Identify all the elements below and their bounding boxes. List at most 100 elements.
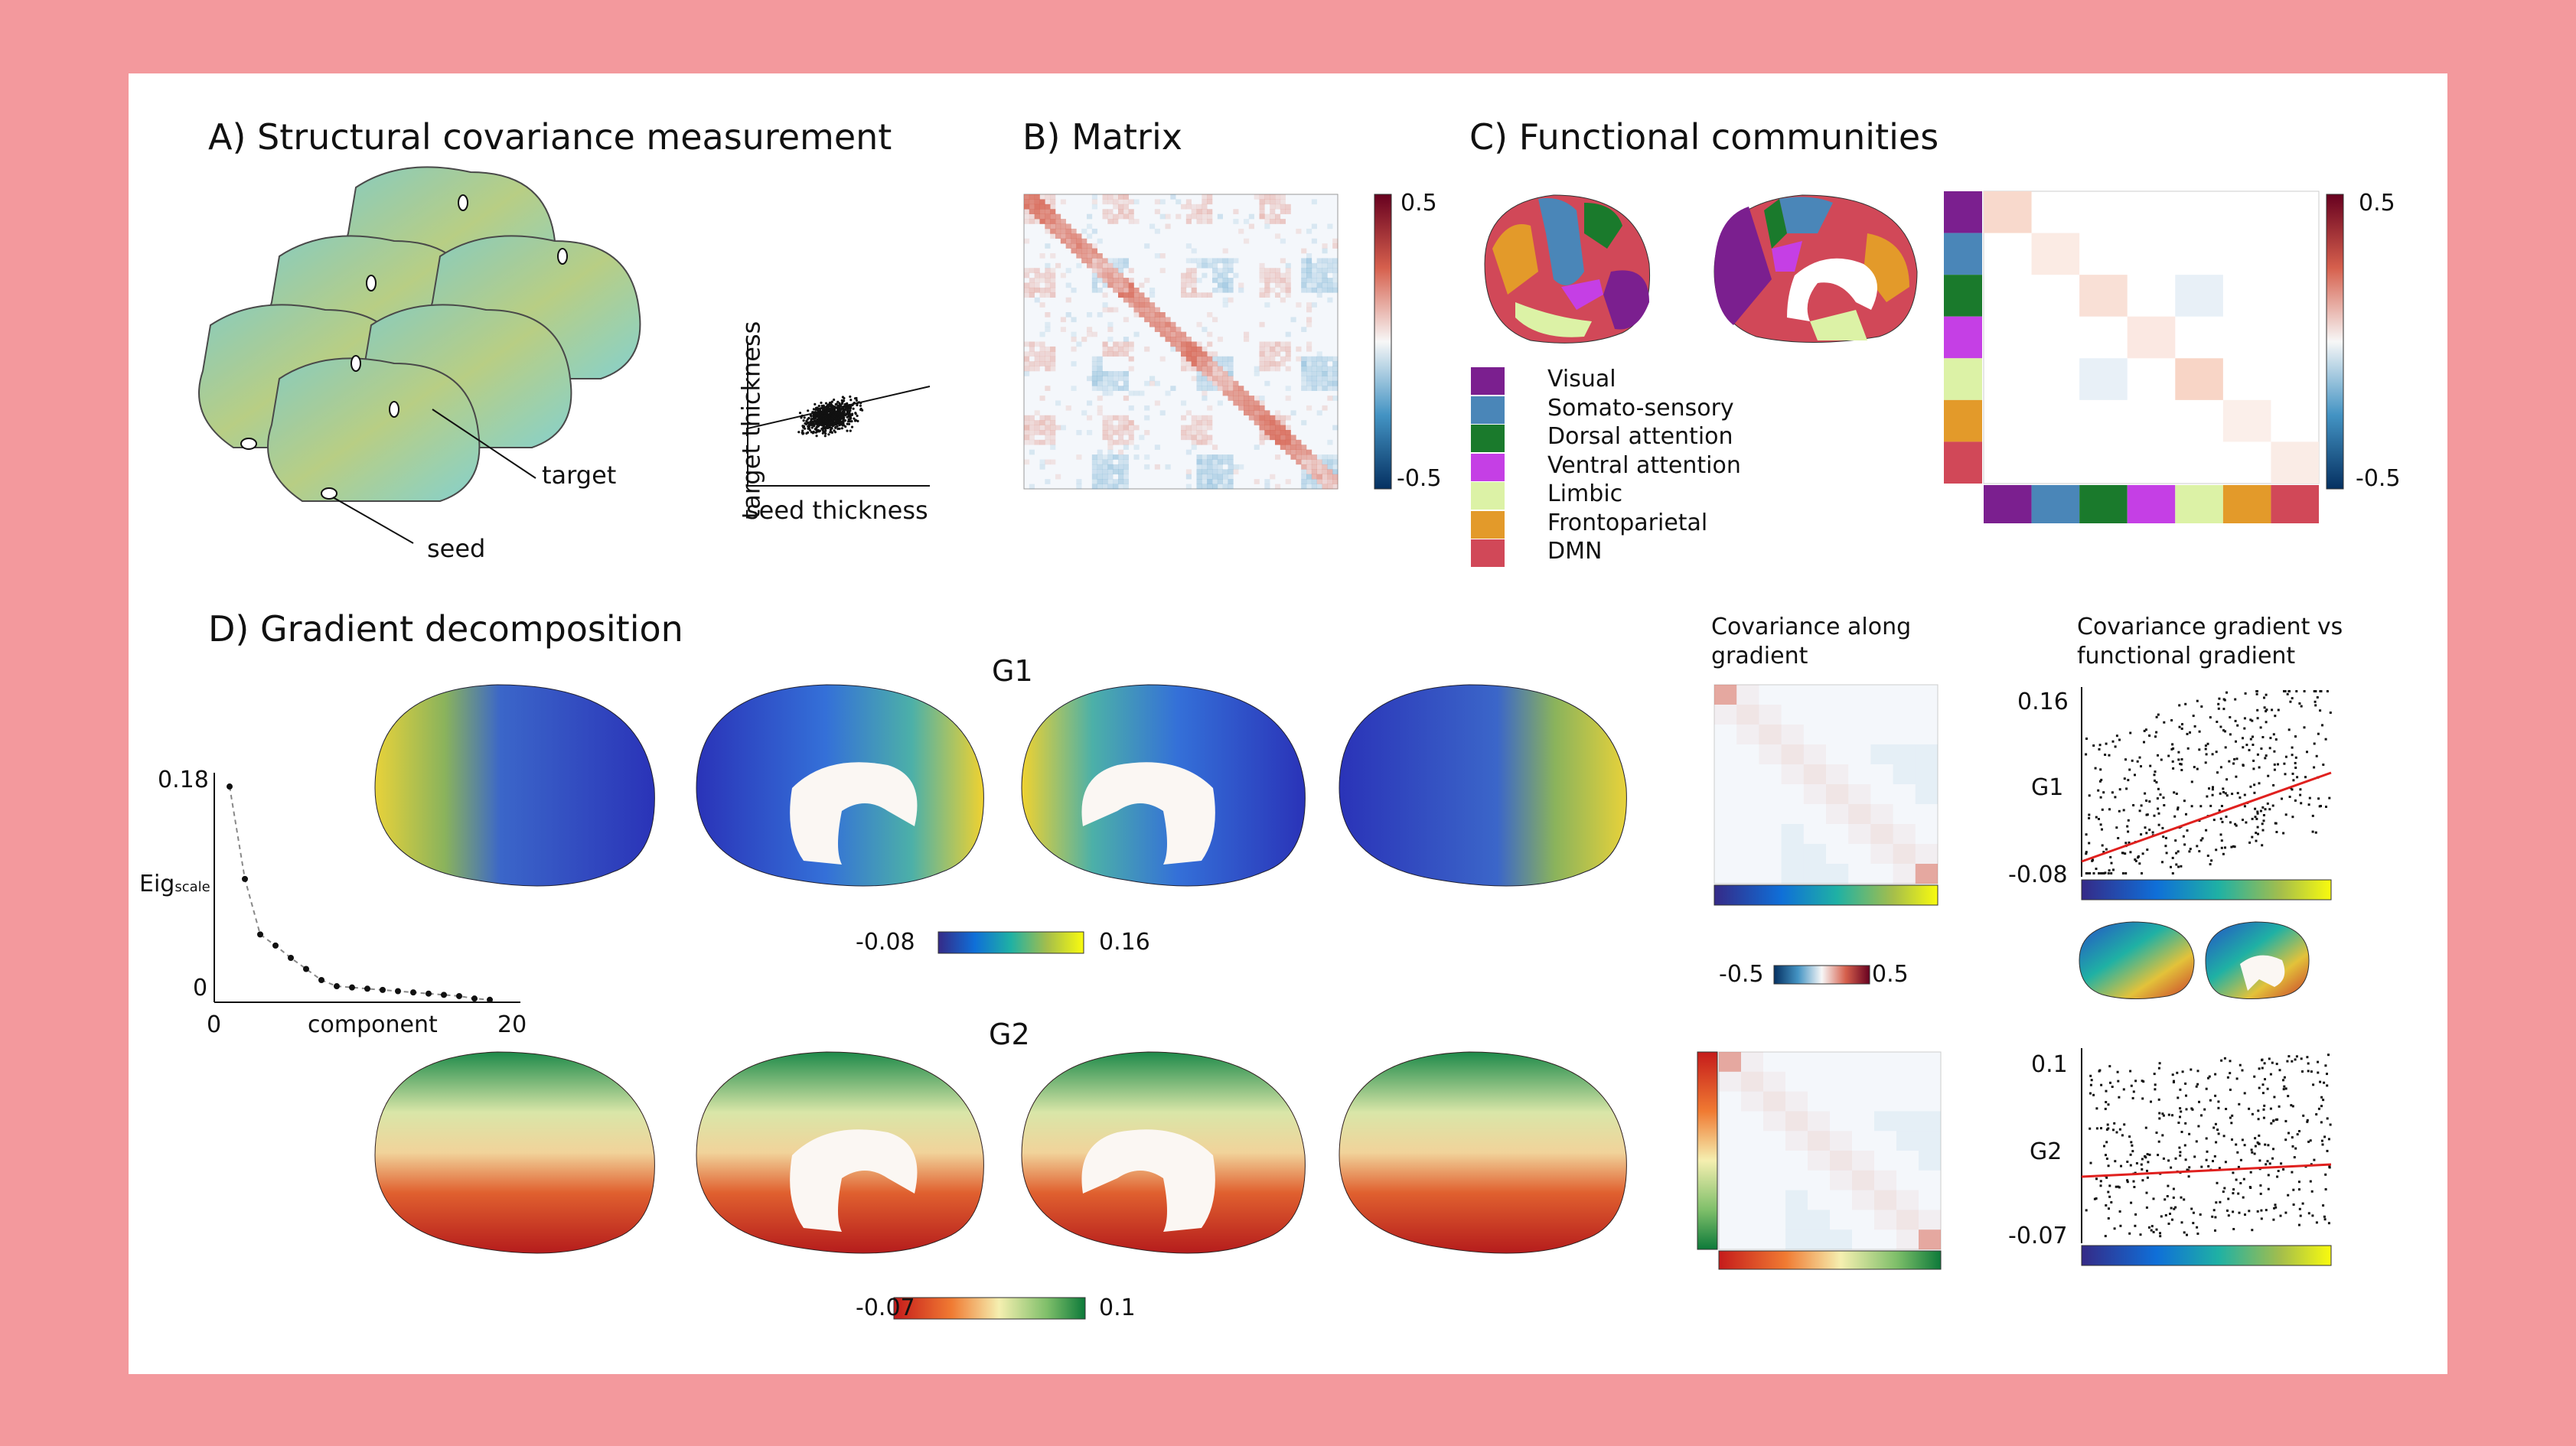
matrix-cell: [1118, 371, 1124, 376]
matrix-cell: [1212, 258, 1218, 264]
matrix-cell: [1296, 356, 1302, 362]
cov-cell: [1915, 744, 1938, 764]
matrix-cell: [1050, 420, 1056, 425]
matrix-cell: [1091, 287, 1097, 293]
gradient-scatter-dot: [2177, 1096, 2180, 1099]
matrix-cell: [1264, 302, 1270, 308]
matrix-cell: [1327, 474, 1333, 480]
gradient-scatter-dot: [2095, 868, 2098, 871]
gradient-scatter-dot: [2147, 1226, 2150, 1229]
matrix-cell: [1248, 223, 1254, 230]
cov-cell: [1741, 1071, 1763, 1092]
matrix-cell: [1118, 454, 1124, 460]
gradient-scatter-dot: [2092, 1093, 2095, 1096]
matrix-cell: [1045, 268, 1051, 273]
matrix-cell: [1128, 209, 1134, 214]
matrix-cell: [1091, 331, 1097, 337]
gradient-scatter-dot: [2161, 826, 2164, 829]
gradient-scatter-dot: [2108, 1184, 2111, 1187]
community-cell: [2079, 358, 2128, 400]
matrix-cell: [1306, 449, 1312, 455]
matrix-cell: [1097, 258, 1103, 264]
scatter-ylabel: target thickness: [736, 321, 766, 519]
matrix-cell: [1123, 474, 1129, 480]
gradient-scatter-dot: [2179, 1154, 2182, 1157]
matrix-cell: [1285, 331, 1291, 337]
gradient-scatter-dot: [2207, 1076, 2209, 1080]
matrix-cell: [1039, 439, 1045, 445]
matrix-cell: [1202, 327, 1208, 332]
matrix-cell: [1045, 459, 1051, 465]
gradient-scatter-dot: [2183, 843, 2186, 846]
gradient-scatter-dot: [2085, 738, 2088, 740]
gradient-scatter-dot: [2301, 1202, 2304, 1205]
matrix-cell: [1128, 297, 1134, 303]
gradient-scatter-dot: [2311, 1214, 2314, 1217]
gradient-scatter-dot: [2129, 1070, 2132, 1073]
matrix-cell: [1244, 390, 1250, 396]
gradient-scatter-dot: [2117, 1080, 2120, 1083]
gradient-scatter-dot: [2269, 737, 2272, 740]
seed-scatter-dot: [840, 427, 843, 430]
gradient-scatter-dot: [2265, 1163, 2268, 1166]
matrix-cell: [1113, 425, 1119, 431]
matrix-cell: [1065, 223, 1071, 230]
seed-scatter-dot: [846, 429, 849, 432]
gradient-scatter-dot: [2141, 1168, 2144, 1171]
gradient-scatter-dot: [2243, 727, 2246, 730]
seed-scatter-dot: [854, 418, 857, 422]
gradient-scatter-dot: [2232, 1192, 2235, 1195]
seed-scatter-dot: [826, 419, 829, 422]
matrix-cell: [1144, 297, 1150, 303]
matrix-cell: [1091, 464, 1097, 470]
matrix-cell: [1102, 380, 1108, 386]
matrix-cell: [1306, 302, 1312, 308]
gradient-scatter-dot: [2219, 833, 2222, 836]
matrix-cell: [1165, 223, 1171, 230]
matrix-cell: [1113, 258, 1119, 264]
gradient-scatter-dot: [2283, 1085, 2286, 1088]
gradient-scatter-dot: [2186, 1168, 2189, 1171]
seed-scatter-dot: [836, 413, 839, 416]
matrix-cell: [1285, 439, 1291, 445]
seed-scatter-dot: [823, 414, 827, 417]
matrix-cell: [1228, 371, 1234, 376]
gradient-scatter-dot: [2114, 1160, 2117, 1163]
gradient-scatter-dot: [2129, 851, 2132, 854]
gradient-scatter-dot: [2193, 1155, 2196, 1158]
gradient-scatter-dot: [2178, 704, 2181, 707]
matrix-cell: [1311, 376, 1317, 382]
eig-ymin: 0: [193, 975, 208, 1001]
matrix-cell: [1034, 297, 1040, 303]
matrix-cell: [1060, 228, 1066, 234]
gradient-scatter-dot: [2267, 774, 2270, 777]
matrix-cell: [1280, 346, 1286, 352]
matrix-cell: [1123, 464, 1129, 470]
matrix-cell: [1133, 425, 1140, 431]
matrix-cell: [1034, 361, 1040, 366]
seed-scatter-dot: [797, 431, 801, 434]
matrix-cell: [1316, 278, 1322, 283]
gradient-scatter-dot: [2186, 732, 2189, 735]
matrix-cell: [1207, 199, 1213, 205]
matrix-cell: [1280, 209, 1286, 214]
matrix-cell: [1332, 287, 1339, 293]
cov-cell: [1781, 864, 1804, 884]
matrix-cell: [1045, 272, 1051, 278]
matrix-cell: [1316, 380, 1322, 386]
gradient-scatter-dot: [2281, 797, 2283, 800]
matrix-cell: [1039, 351, 1045, 357]
matrix-cell: [1228, 262, 1234, 269]
gradient-scatter-dot: [2327, 1222, 2330, 1225]
matrix-cell: [1248, 213, 1254, 220]
matrix-cell: [1102, 484, 1108, 490]
gradient-scatter-dot: [2174, 1206, 2177, 1209]
cov-cell: [1719, 1071, 1741, 1092]
matrix-cell: [1285, 287, 1291, 293]
gradient-scatter-dot: [2160, 1215, 2163, 1218]
cov-cell: [1919, 1131, 1941, 1151]
matrix-cell: [1316, 272, 1322, 278]
matrix-cell: [1306, 464, 1312, 470]
matrix-cell: [1128, 219, 1134, 224]
matrix-cell: [1081, 248, 1087, 254]
